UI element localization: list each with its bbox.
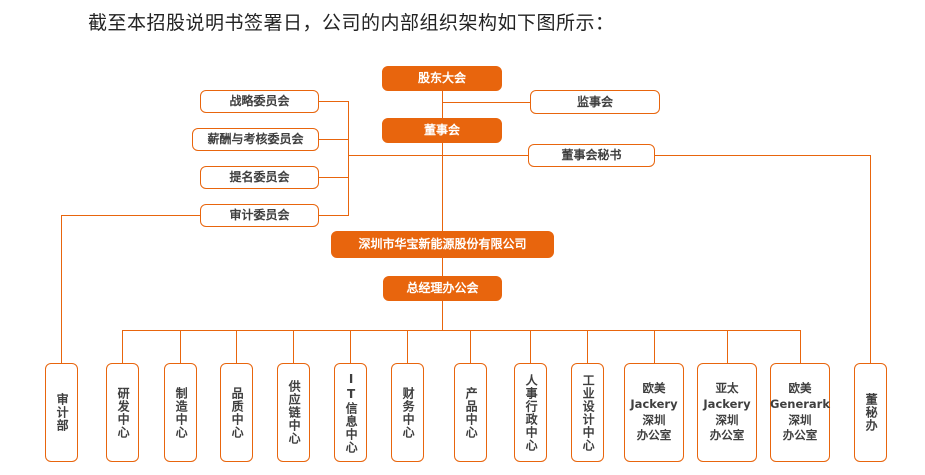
connector-company-gm-office (442, 258, 443, 276)
node-supervisors[interactable]: 监事会 (530, 90, 660, 114)
connector-audit-cmt-stub (318, 215, 349, 216)
connector-gm-office-drop (442, 301, 443, 330)
node-eu-us-generark-line3: 深圳 (788, 412, 812, 427)
connector-shareholders-supervisors (442, 102, 531, 103)
node-eu-us-jackery-line1: 欧美 (642, 381, 666, 396)
node-audit-department[interactable]: 审计部 (45, 363, 78, 462)
node-apac-jackery-line4: 办公室 (709, 428, 745, 443)
node-apac-jackery-line1: 亚太 (715, 381, 739, 396)
connector-drop-mfg-center (180, 330, 181, 363)
connector-audit-left-run (61, 215, 200, 216)
connector-audit-riser (61, 215, 62, 363)
connector-comp-cmt-stub (318, 139, 349, 140)
node-company[interactable]: 深圳市华宝新能源股份有限公司 (331, 231, 554, 258)
node-quality-center[interactable]: 品质中心 (220, 363, 253, 462)
node-eu-us-jackery-line2: Jackery (630, 396, 678, 411)
connector-drop-supply-center (293, 330, 294, 363)
connector-secretary-right-run (654, 155, 870, 156)
node-finance-center[interactable]: 财务中心 (391, 363, 424, 462)
connector-board-to-secretary (442, 155, 529, 156)
node-board-secretary[interactable]: 董事会秘书 (528, 144, 655, 167)
connector-committee-bus (348, 101, 349, 216)
connector-secretary-riser (870, 155, 871, 363)
node-eu-us-generark-line2: Generark (770, 396, 830, 411)
node-supply-chain-center[interactable]: 供应链中心 (277, 363, 310, 462)
node-it-information-center[interactable]: IT信息中心 (334, 363, 367, 462)
connector-drop-eu-us-jackery (654, 330, 655, 363)
connector-drop-eu-us-generark (800, 330, 801, 363)
node-eu-us-jackery-line4: 办公室 (636, 428, 672, 443)
connector-drop-quality-center (236, 330, 237, 363)
connector-nomination-cmt-stub (318, 177, 349, 178)
connector-drop-it-center (350, 330, 351, 363)
node-eu-us-jackery-office[interactable]: 欧美 Jackery 深圳 办公室 (624, 363, 684, 462)
connector-distribution-bar (122, 330, 801, 331)
connector-drop-finance-center (407, 330, 408, 363)
node-eu-us-jackery-line3: 深圳 (642, 412, 666, 427)
node-eu-us-generark-line4: 办公室 (782, 428, 818, 443)
node-apac-jackery-office[interactable]: 亚太 Jackery 深圳 办公室 (697, 363, 757, 462)
node-eu-us-generark-office[interactable]: 欧美 Generark 深圳 办公室 (770, 363, 830, 462)
node-industrial-design-center[interactable]: 工业设计中心 (571, 363, 604, 462)
page-heading: 截至本招股说明书签署日，公司的内部组织架构如下图所示： (88, 12, 615, 34)
node-rd-center[interactable]: 研发中心 (106, 363, 139, 462)
connector-drop-apac-jackery (727, 330, 728, 363)
node-hr-admin-center[interactable]: 人事行政中心 (514, 363, 547, 462)
connector-drop-hr-center (530, 330, 531, 363)
connector-drop-product-center (470, 330, 471, 363)
node-manufacturing-center[interactable]: 制造中心 (164, 363, 197, 462)
node-gm-office[interactable]: 总经理办公会 (383, 276, 502, 301)
node-board-secretary-office[interactable]: 董秘办 (854, 363, 887, 462)
node-board[interactable]: 董事会 (382, 118, 502, 143)
node-apac-jackery-line3: 深圳 (715, 412, 739, 427)
node-strategy-committee[interactable]: 战略委员会 (200, 90, 319, 113)
connector-drop-rd-center (122, 330, 123, 363)
node-audit-committee[interactable]: 审计委员会 (200, 204, 319, 227)
node-apac-jackery-line2: Jackery (703, 396, 751, 411)
connector-board-company (442, 143, 443, 231)
connector-drop-design-center (587, 330, 588, 363)
node-product-center[interactable]: 产品中心 (454, 363, 487, 462)
node-shareholders[interactable]: 股东大会 (382, 66, 502, 91)
connector-shareholders-board (442, 90, 443, 118)
node-eu-us-generark-line1: 欧美 (788, 381, 812, 396)
node-compensation-committee[interactable]: 薪酬与考核委员会 (192, 128, 319, 151)
connector-strategy-cmt-stub (318, 101, 349, 102)
node-nomination-committee[interactable]: 提名委员会 (200, 166, 319, 189)
connector-committee-bus-to-spine (348, 155, 443, 156)
